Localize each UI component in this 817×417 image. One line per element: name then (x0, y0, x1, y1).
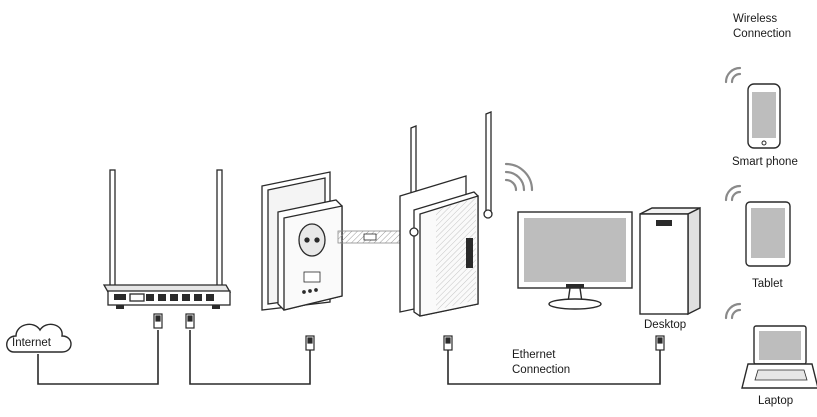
wifi-icon-laptop (724, 302, 742, 320)
plug-icon-powerline-right (443, 335, 453, 351)
internet-label: Internet (12, 337, 51, 349)
plug-icon-desktop (655, 335, 665, 351)
wireless-connection-label-line2: Connection (733, 28, 792, 40)
cable-router-to-powerline (189, 330, 311, 385)
smart-phone-label: Smart phone (732, 156, 798, 168)
tablet-label: Tablet (752, 278, 783, 290)
tablet-icon (745, 201, 791, 267)
wifi-icon-phone (724, 66, 742, 84)
wireless-connection-label-line1: Wireless (733, 13, 778, 25)
laptop-label: Laptop (758, 395, 794, 407)
wifi-icon-extender (504, 162, 534, 192)
plug-icon-router-lan (185, 313, 195, 329)
powerline-adapter-left-icon (261, 171, 343, 311)
wifi-icon-tablet (724, 184, 742, 202)
wifi-waves (504, 66, 742, 320)
cloud-icon (6, 323, 72, 353)
powerline-link (337, 230, 405, 244)
cable-cloud-to-router (37, 330, 159, 385)
desktop-tower-icon (639, 206, 701, 316)
desktop-label: Desktop (644, 319, 687, 331)
cable-plugs (153, 313, 665, 351)
monitor-icon (517, 211, 633, 310)
smartphone-icon (747, 83, 781, 149)
powerline-adapter-right-icon (399, 111, 493, 317)
cables (37, 330, 661, 385)
plug-icon-router-wan (153, 313, 163, 329)
ethernet-connection-label-line2: Connection (512, 364, 571, 376)
laptop-icon (741, 325, 817, 389)
plug-icon-powerline-left (305, 335, 315, 351)
ethernet-connection-label-line1: Ethernet (512, 349, 556, 361)
cable-powerline-to-desktop (447, 350, 661, 385)
router-icon (102, 169, 232, 309)
